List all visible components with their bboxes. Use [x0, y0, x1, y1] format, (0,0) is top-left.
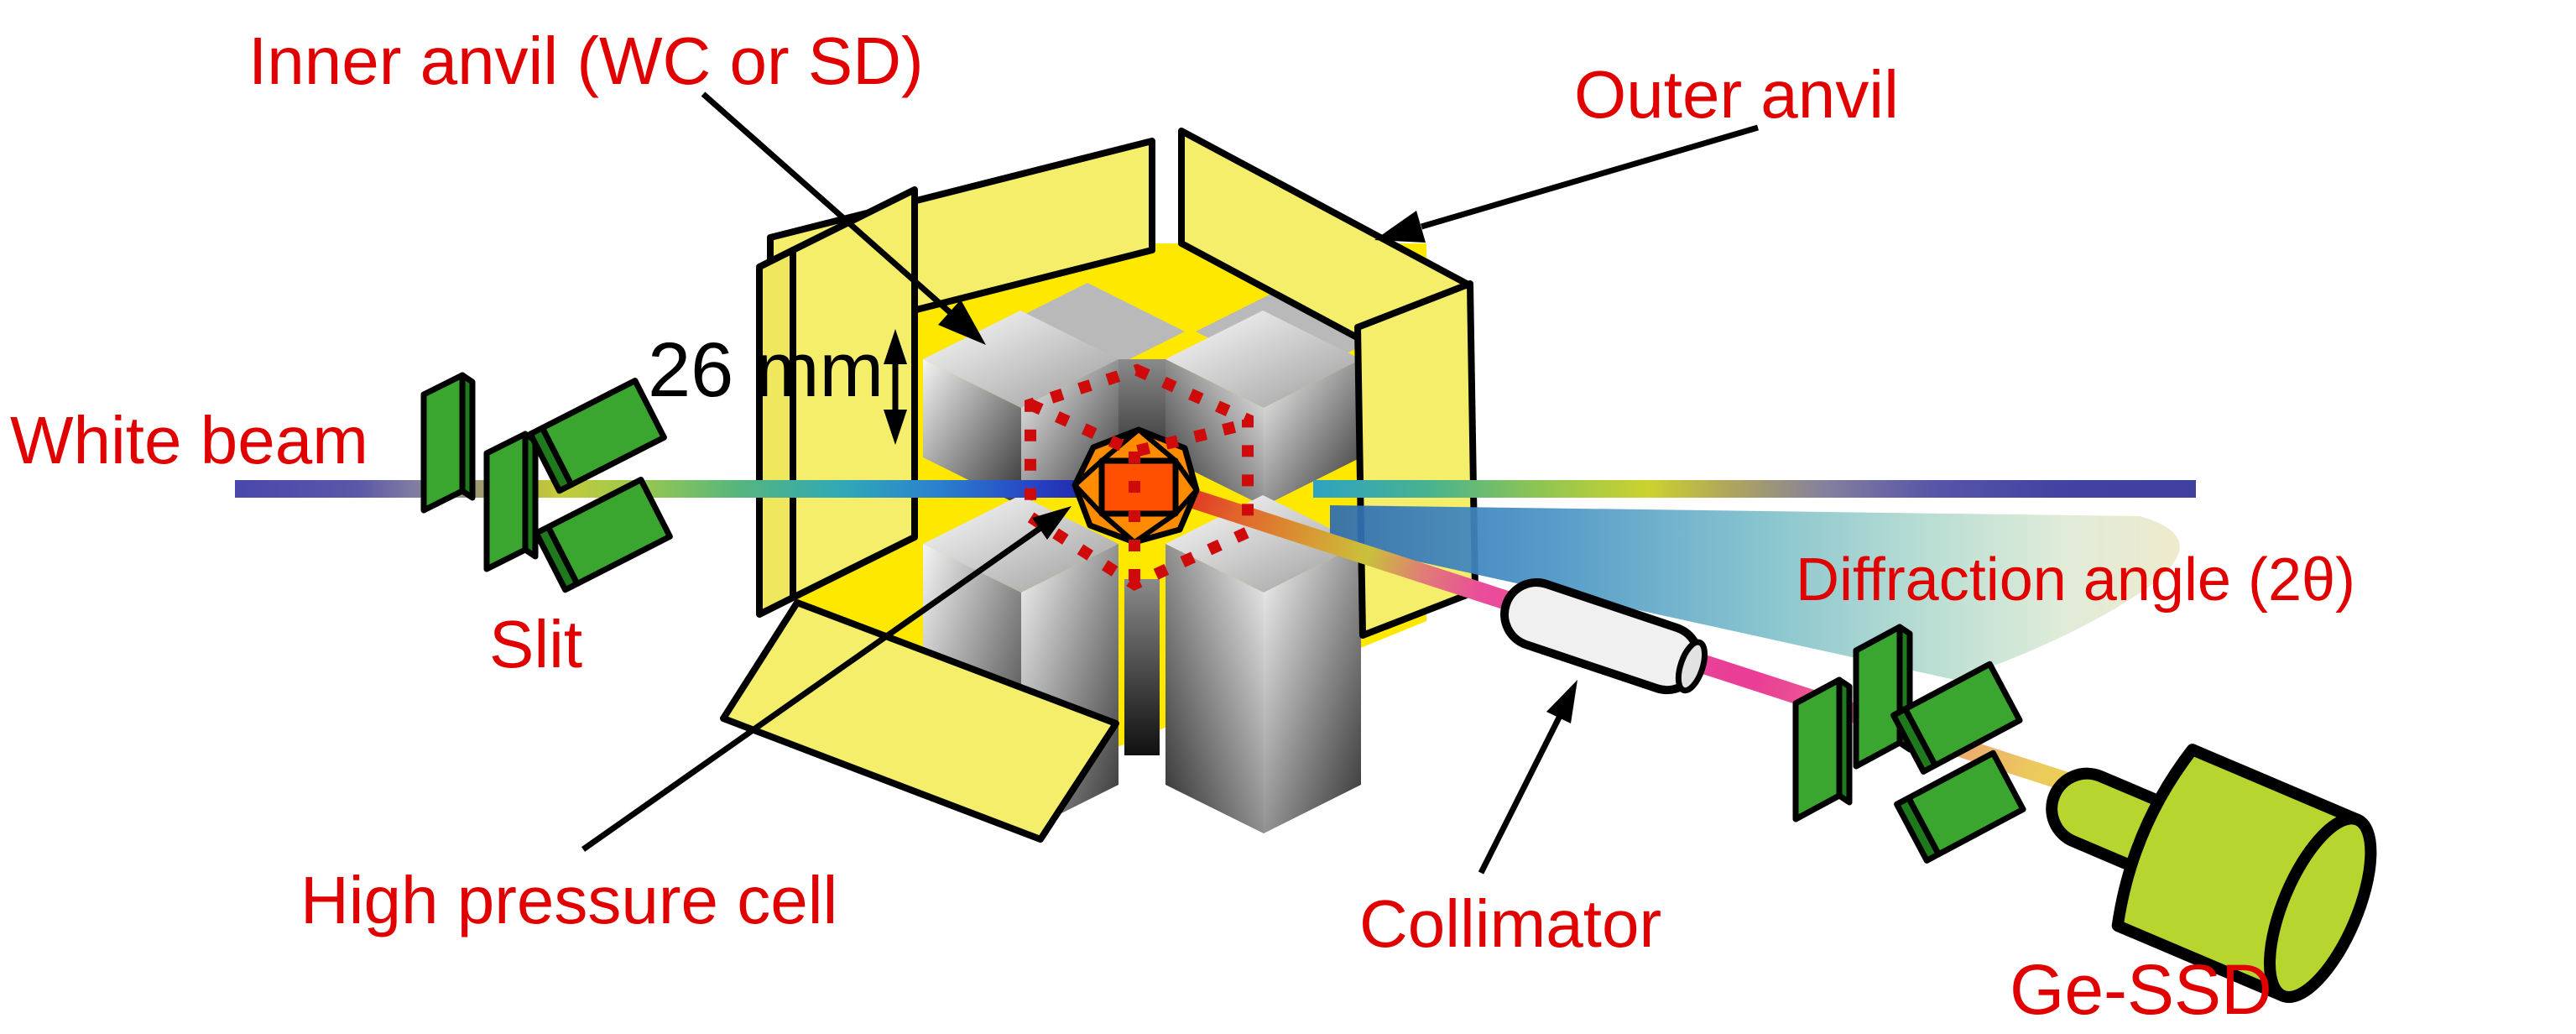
white-beam-line-right — [1313, 480, 2196, 498]
ge-ssd-detector — [2046, 744, 2377, 1004]
label-high-pressure-cell: High pressure cell — [300, 863, 837, 937]
high-pressure-cell-arrow — [581, 506, 1072, 852]
slit-plate — [1902, 661, 2023, 769]
outer-anvil-left-side — [756, 247, 796, 618]
detector-face — [2264, 812, 2377, 1004]
label-white-beam: White beam — [10, 403, 368, 478]
incident-slit — [420, 372, 673, 593]
outer-anvil-bottom — [720, 599, 1119, 843]
slit-plate — [539, 378, 667, 488]
white-beam-line-left — [235, 480, 1106, 498]
label-ge-ssd: Ge-SSD — [2010, 950, 2272, 1029]
label-dimension: 26 mm — [648, 327, 884, 413]
slit-plate — [420, 372, 466, 514]
wireframe-inner-edges — [1028, 399, 1249, 584]
incident-slit-horizontal-bottom — [533, 477, 673, 593]
label-slit: Slit — [489, 607, 582, 682]
slit-plate — [1792, 676, 1843, 822]
annotations — [581, 91, 1759, 875]
outer-anvil-arrow — [1374, 124, 1759, 243]
label-outer-anvil: Outer anvil — [1574, 57, 1899, 132]
cube-face — [923, 359, 1021, 506]
cube-gap — [1124, 579, 1160, 755]
slit-plate — [1906, 749, 2026, 858]
label-diffraction-angle: Diffraction angle (2θ) — [1796, 546, 2355, 614]
cube-face — [1264, 544, 1361, 833]
label-inner-anvil: Inner anvil (WC or SD) — [248, 24, 924, 98]
slit-plate — [545, 477, 673, 588]
inner-anvil-arrow — [701, 91, 986, 345]
receiving-slit — [1792, 624, 2026, 864]
receiving-slit-horizontal-bottom — [1894, 749, 2026, 864]
collimator — [1500, 578, 1708, 695]
collimator-opening — [1675, 639, 1708, 694]
cube-face — [1264, 359, 1361, 506]
incident-slit-vertical-pair — [420, 372, 539, 572]
inner-anvil-wireframe — [1025, 363, 1254, 591]
label-collimator: Collimator — [1359, 886, 1661, 961]
collimator-arrow — [1478, 680, 1577, 875]
cube-face — [1165, 495, 1361, 593]
slit-plate — [1853, 624, 1903, 770]
dimension-arrow — [884, 329, 907, 445]
cube-face — [1165, 311, 1361, 408]
diffraction-fan — [1330, 505, 2180, 680]
receiving-slit-horizontal-top — [1890, 661, 2023, 775]
cube-face — [1165, 544, 1264, 833]
incident-slit-horizontal-top — [527, 378, 667, 494]
slit-plate — [483, 431, 529, 572]
